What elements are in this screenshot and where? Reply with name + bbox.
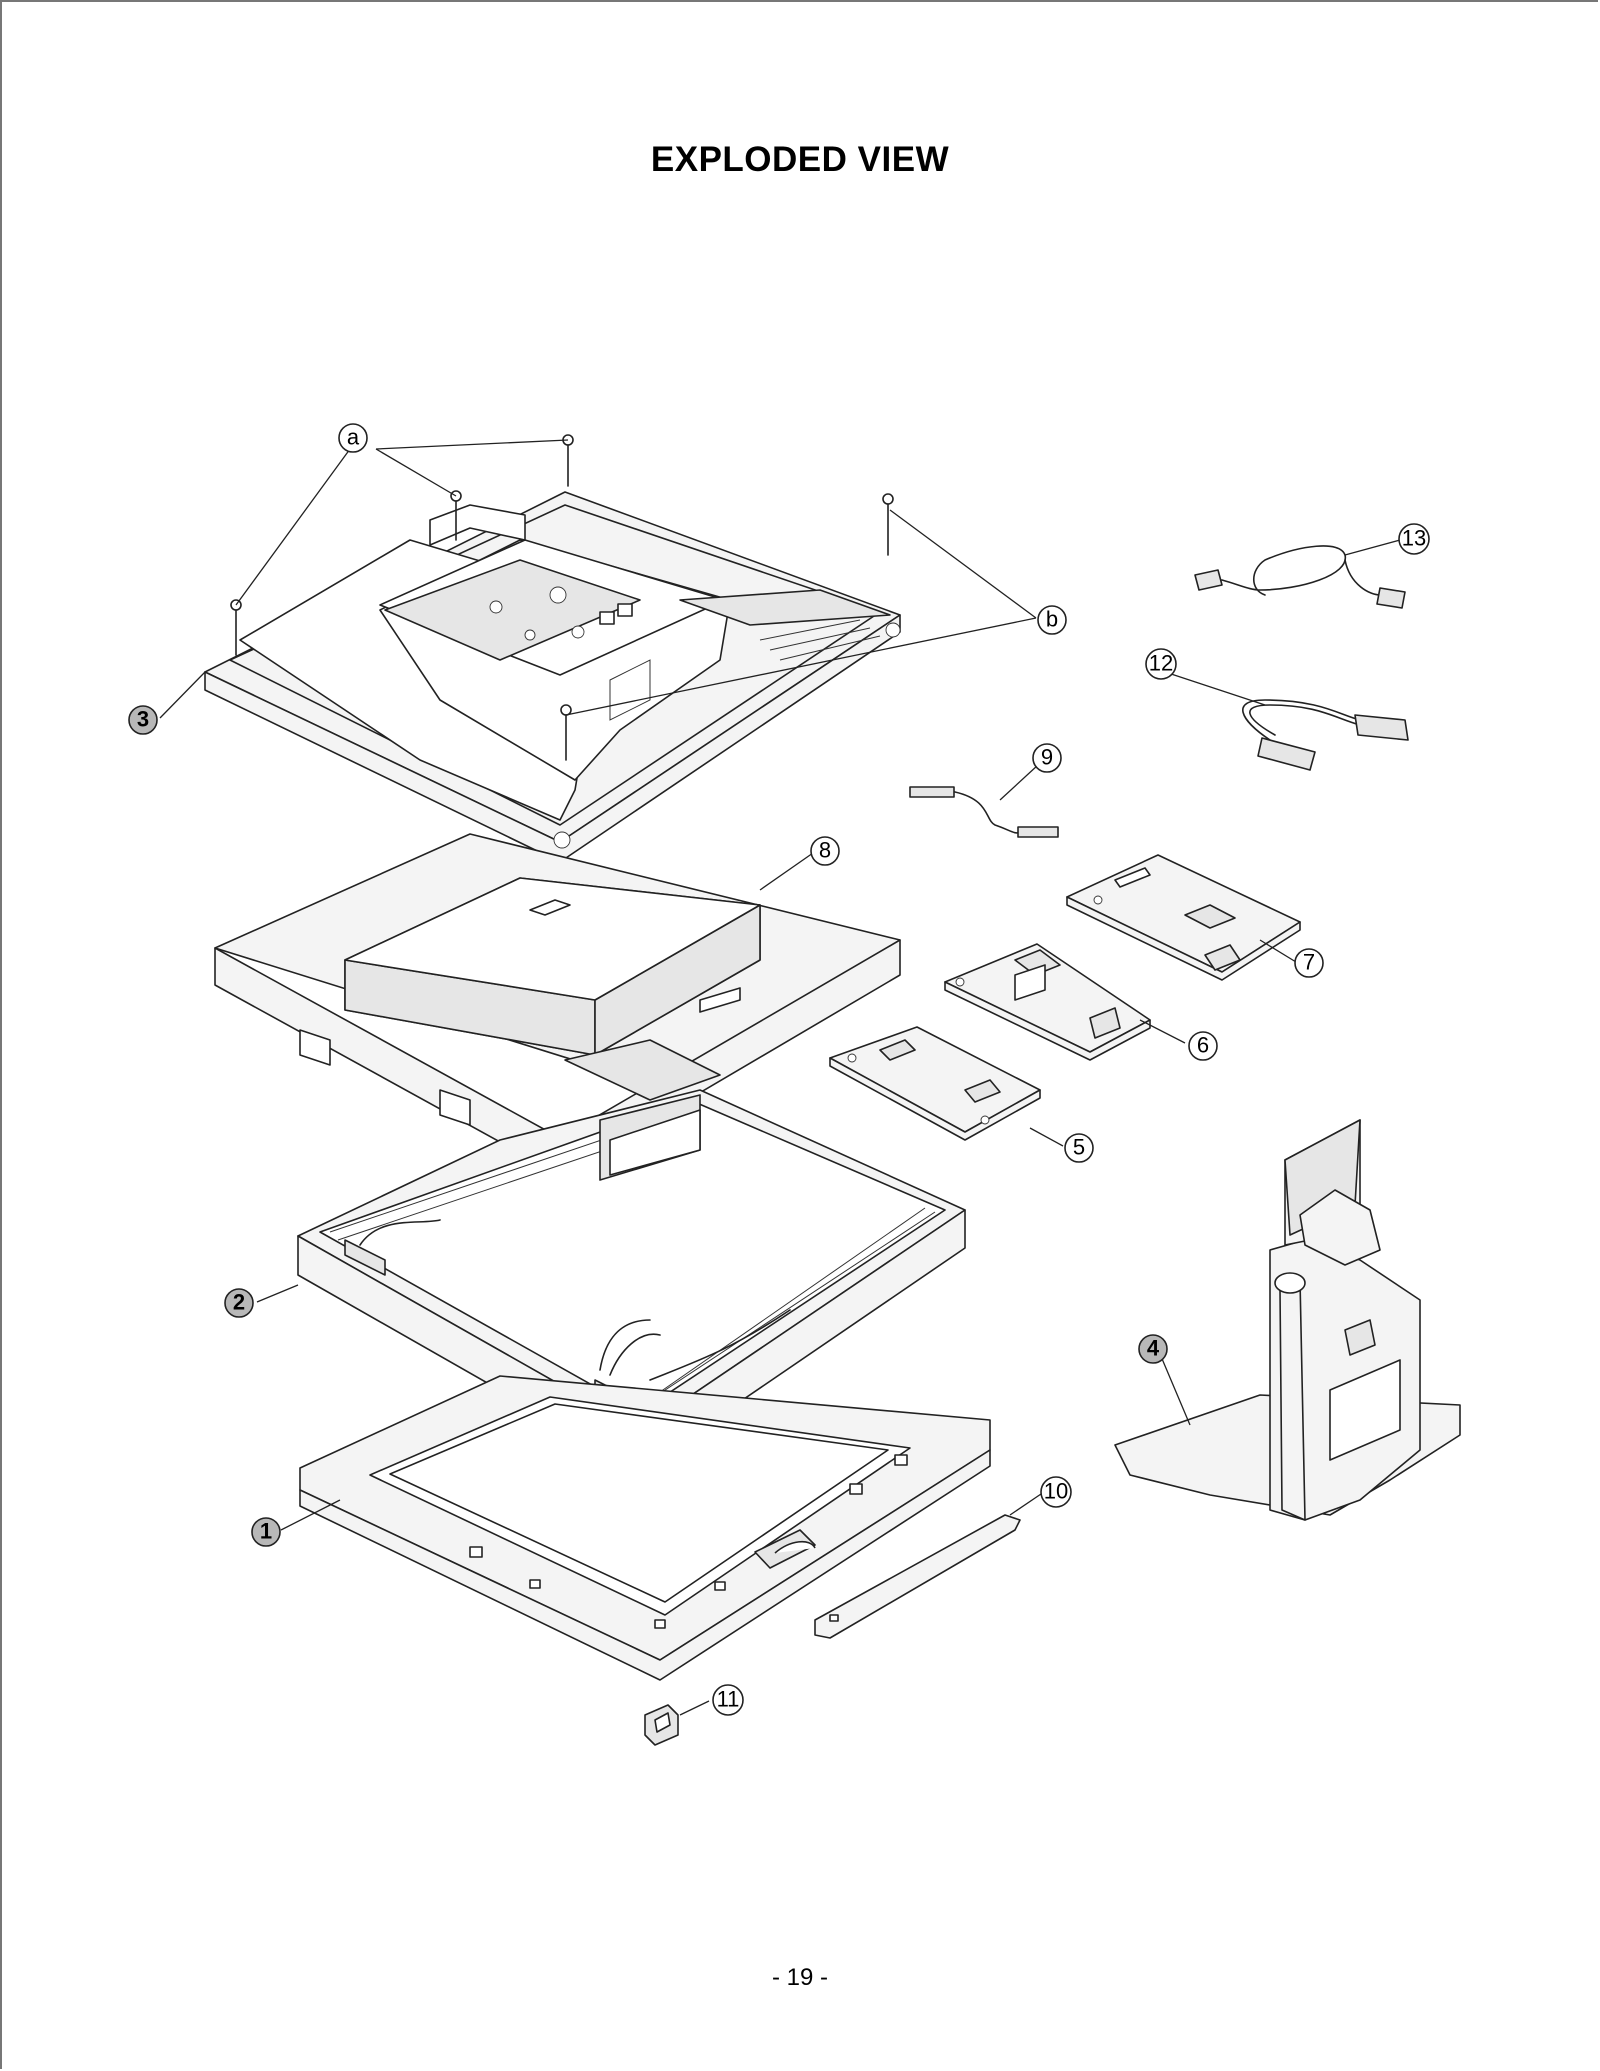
screws-b xyxy=(882,493,894,556)
svg-text:5: 5 xyxy=(1073,1135,1085,1160)
callout-b: b xyxy=(1037,605,1067,635)
knob xyxy=(644,1704,679,1746)
lcd-module xyxy=(297,1089,966,1471)
callout-a: a xyxy=(338,423,368,453)
callout-3: 3 xyxy=(128,705,158,735)
svg-text:3: 3 xyxy=(137,707,149,732)
svg-text:1: 1 xyxy=(260,1519,272,1544)
svg-text:13: 13 xyxy=(1402,526,1426,551)
callout-6: 6 xyxy=(1188,1031,1218,1061)
dvi-cable xyxy=(1242,699,1409,771)
callout-13: 13 xyxy=(1398,523,1430,555)
svg-text:4: 4 xyxy=(1147,1336,1160,1361)
page-title: EXPLODED VIEW xyxy=(650,140,950,179)
svg-text:8: 8 xyxy=(819,838,831,863)
screw-a-1 xyxy=(562,434,574,487)
shield-frame xyxy=(214,833,901,1176)
flat-cable xyxy=(909,786,1059,838)
callout-12: 12 xyxy=(1145,648,1177,680)
control-board xyxy=(829,1026,1041,1141)
page-number: - 19 - xyxy=(771,1964,828,1991)
svg-text:12: 12 xyxy=(1149,651,1173,676)
screw-a-4 xyxy=(560,704,572,761)
screw-a-3 xyxy=(230,599,242,656)
callout-2: 2 xyxy=(224,1288,254,1318)
callout-8: 8 xyxy=(810,836,840,866)
svg-text:7: 7 xyxy=(1303,950,1315,975)
svg-text:a: a xyxy=(347,425,360,450)
svg-text:9: 9 xyxy=(1041,745,1053,770)
back-cover xyxy=(204,491,901,863)
callout-9: 9 xyxy=(1032,743,1062,773)
svg-text:6: 6 xyxy=(1197,1033,1209,1058)
callout-5: 5 xyxy=(1064,1133,1094,1163)
callout-4: 4 xyxy=(1138,1334,1168,1364)
main-board xyxy=(1066,854,1301,981)
svg-text:11: 11 xyxy=(717,1687,740,1712)
svg-text:b: b xyxy=(1046,607,1058,632)
power-board xyxy=(944,943,1151,1061)
callout-1: 1 xyxy=(251,1517,281,1547)
button-bracket xyxy=(814,1514,1021,1639)
leader-lines xyxy=(159,439,1401,1716)
callout-7: 7 xyxy=(1294,948,1324,978)
callout-10: 10 xyxy=(1040,1476,1072,1508)
front-cabinet xyxy=(299,1375,991,1681)
stand xyxy=(1114,1119,1461,1521)
svg-text:2: 2 xyxy=(233,1290,245,1315)
svg-text:10: 10 xyxy=(1044,1479,1068,1504)
callout-11: 11 xyxy=(712,1684,744,1716)
signal-cable xyxy=(1194,545,1406,609)
